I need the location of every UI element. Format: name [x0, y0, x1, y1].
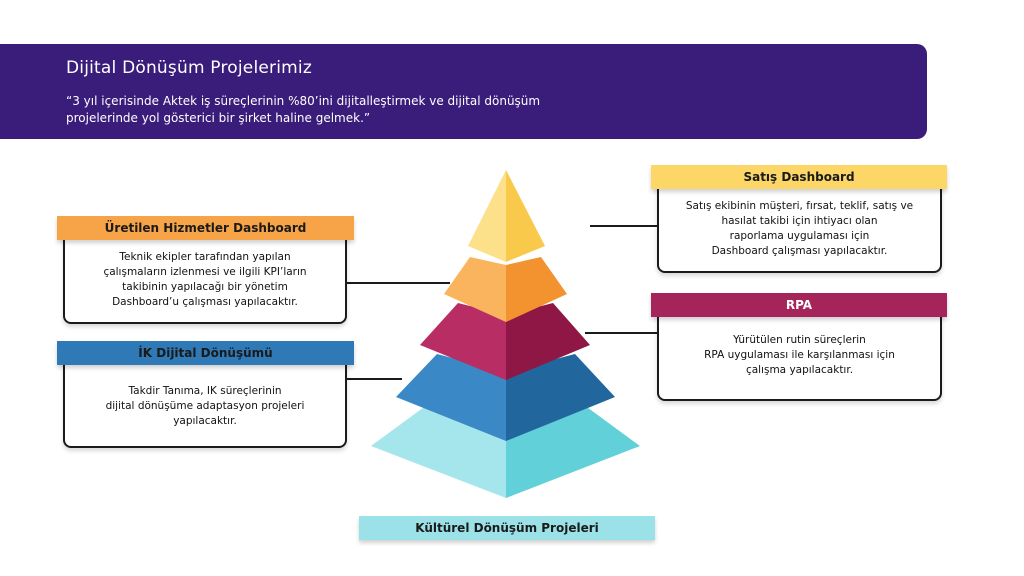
card-uretilen-hizmetler: Teknik ekipler tarafından yapılan çalışm… — [63, 226, 347, 324]
pyramid-tier-crimson-left — [420, 303, 506, 380]
pyramid-tier-crimson-right — [506, 303, 590, 380]
pyramid-tier-orange-left — [444, 257, 506, 322]
card-rpa-title: RPA — [651, 293, 947, 317]
card-uretilen-text: Teknik ekipler tarafından yapılan çalışm… — [103, 251, 307, 308]
card-uretilen-title: Üretilen Hizmetler Dashboard — [57, 216, 354, 240]
pyramid-tier-blue-right — [506, 354, 615, 441]
page-title: Dijital Dönüşüm Projelerimiz — [66, 58, 312, 78]
card-ik-text: Takdir Tanıma, IK süreçlerinin dijital d… — [105, 385, 305, 427]
pyramid-tier-yellow-left — [468, 170, 506, 262]
card-satis-title: Satış Dashboard — [651, 165, 947, 189]
card-rpa: Yürütülen rutin süreçlerin RPA uygulamas… — [657, 303, 942, 401]
vision-quote: “3 yıl içerisinde Aktek iş süreçlerinin … — [66, 94, 541, 125]
card-ik-title: İK Dijital Dönüşümü — [57, 341, 354, 365]
card-satis-text: Satış ekibinin müşteri, fırsat, teklif, … — [685, 200, 914, 257]
pyramid-tier-blue-left — [396, 354, 506, 441]
card-ik-dijital: Takdir Tanıma, IK süreçlerinin dijital d… — [63, 350, 347, 448]
card-satis-dashboard: Satış ekibinin müşteri, fırsat, teklif, … — [657, 175, 942, 273]
header-banner — [0, 44, 927, 139]
card-rpa-text: Yürütülen rutin süreçlerin RPA uygulamas… — [704, 334, 895, 376]
pyramid-tier-orange-right — [506, 257, 567, 322]
base-label: Kültürel Dönüşüm Projeleri — [359, 516, 655, 540]
pyramid-tier-yellow-right — [506, 170, 545, 262]
